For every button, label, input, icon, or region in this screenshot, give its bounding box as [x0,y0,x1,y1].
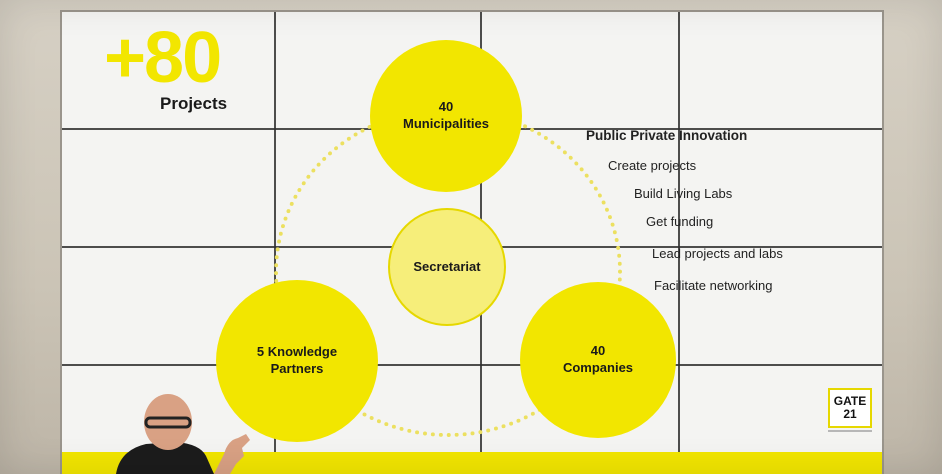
companies-count: 40 [590,343,606,359]
knowledge-partners-line1: 5 Knowledge [256,344,338,360]
secretariat-label: Secretariat [413,258,481,274]
logo-line1: GATE [833,394,867,409]
presenter-body [116,442,214,474]
projects-label: Projects [160,94,228,113]
municipalities-circle: 40 Municipalities [370,40,522,192]
companies-circle: 40 Companies [520,282,676,438]
list-item: Create projects [608,158,697,173]
projects-count: +80 [104,18,222,98]
presenter-head [144,394,192,450]
knowledge-partners-line2: Partners [270,361,324,376]
companies-label: Companies [562,360,634,375]
yellow-bottom-band [62,452,882,474]
knowledge-partners-circle: 5 Knowledge Partners [216,280,378,442]
activities-header: Public Private Innovation [586,128,748,143]
screen-seam [678,12,680,474]
logo-line2: 21 [843,407,857,421]
gate21-logo: GATE 21 [828,388,872,428]
list-item: Get funding [646,214,714,229]
presentation-screen: +80 Projects 40 Municipalities Secretari… [62,12,882,474]
activities-list: Public Private Innovation Create project… [572,124,882,324]
list-item: Build Living Labs [634,186,733,201]
secretariat-circle: Secretariat [388,208,506,326]
list-item: Lead projects and labs [652,246,783,261]
list-item: Facilitate networking [654,278,773,293]
presenter-hand [214,434,250,474]
presenter-glasses [144,416,192,429]
presenter-figure [116,394,250,474]
municipalities-count: 40 [438,99,454,115]
screen-seam [274,12,276,474]
logo-tagline-bar [828,430,872,432]
municipalities-label: Municipalities [403,116,489,131]
